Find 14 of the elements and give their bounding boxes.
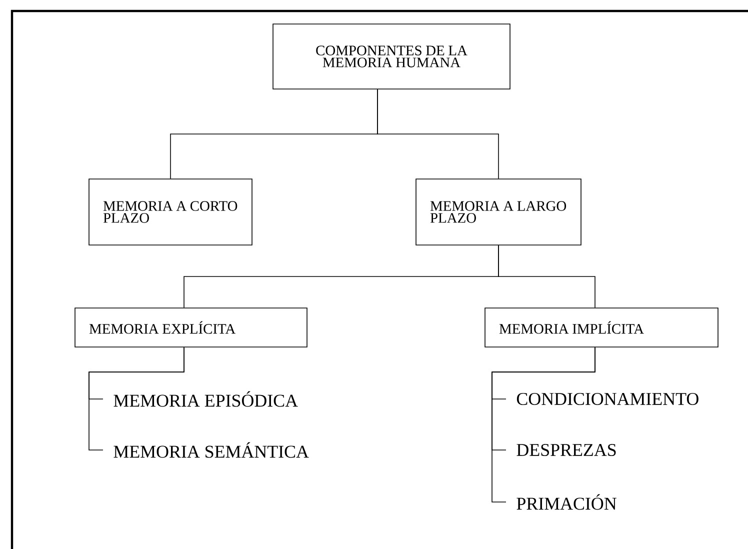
list-item: CONDICIONAMIENTO [516, 392, 698, 406]
connector-line [492, 347, 596, 502]
list-item: MEMORIA SEMÁNTICA [114, 442, 309, 458]
list-item: DESPREZAS [516, 444, 616, 456]
connector-line [377, 89, 499, 179]
list-item: PRIMACIÓN [516, 494, 616, 510]
box: COMPONENTES DE LA MEMORIA HUMANA [272, 24, 510, 90]
connector-line [88, 347, 184, 450]
box: MEMORIA A LARGO PLAZO [416, 178, 582, 246]
box: MEMORIA IMPLÍCITA [484, 308, 718, 348]
list-item: MEMORIA EPISÓDICA [114, 391, 298, 407]
box: MEMORIA A CORTO PLAZO [88, 178, 252, 246]
box: MEMORIA EXPLÍCITA [74, 308, 308, 348]
connector-line [498, 245, 596, 308]
